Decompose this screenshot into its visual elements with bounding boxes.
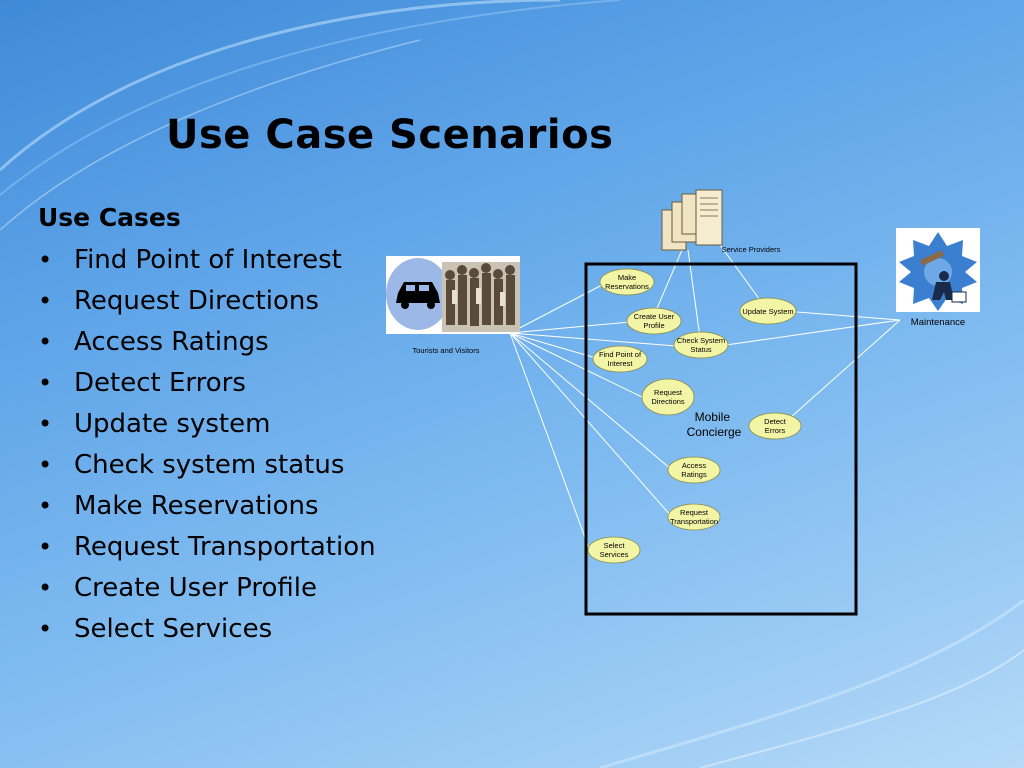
connector-line — [725, 319, 901, 346]
list-item: Access Ratings — [36, 324, 376, 365]
use-case-access-ratings: Access Ratings — [667, 456, 721, 484]
connector-line — [654, 249, 683, 314]
use-case-make-reservations: Make Reservations — [599, 268, 655, 296]
tourists-label: Tourists and Visitors — [413, 346, 480, 355]
connector-line — [509, 321, 631, 334]
svg-text:Detect: Detect — [764, 417, 787, 426]
svg-text:Profile: Profile — [643, 321, 664, 330]
svg-text:Request: Request — [654, 388, 683, 397]
svg-text:Select: Select — [604, 541, 626, 550]
slide-title: Use Case Scenarios — [166, 112, 614, 158]
worker-icon — [919, 250, 967, 303]
connector-line — [509, 332, 591, 552]
connector-line — [509, 332, 597, 359]
use-case-request-directions: Request Directions — [641, 378, 695, 416]
system-name-line-2: Concierge — [687, 425, 742, 439]
use-case-find-point-of-interest: Find Point of Interest — [592, 345, 648, 373]
connector-line — [509, 332, 677, 347]
connector-line — [509, 332, 645, 399]
svg-text:Ratings: Ratings — [681, 470, 707, 479]
crowd-icon — [442, 262, 520, 332]
list-item: Select Services — [36, 611, 376, 652]
system-boundary — [584, 262, 858, 616]
svg-text:Interest: Interest — [607, 359, 633, 368]
svg-text:Create User: Create User — [634, 312, 675, 321]
list-item: Check system status — [36, 447, 376, 488]
use-case-check-system-status: Check System Status — [673, 331, 729, 359]
svg-text:Make: Make — [618, 273, 636, 282]
system-name-line-1: Mobile — [695, 410, 731, 424]
maintenance-label: Maintenance — [911, 317, 965, 328]
svg-text:Errors: Errors — [765, 426, 786, 435]
connector-line — [789, 319, 901, 419]
svg-text:Access: Access — [682, 461, 706, 470]
use-case-select-services: Select Services — [587, 536, 641, 564]
svg-text:Request: Request — [680, 508, 709, 517]
connector-lines — [509, 244, 901, 552]
use-case-create-user-profile: Create User Profile — [626, 307, 682, 335]
maintenance-actor: Maintenance — [896, 228, 980, 328]
use-case-request-transportation: Request Transportation — [667, 503, 721, 531]
use-case-detect-errors: Detect Errors — [748, 412, 802, 440]
tourists-actor: Tourists and Visitors — [386, 256, 520, 355]
svg-text:Services: Services — [600, 550, 629, 559]
svg-text:Update System: Update System — [742, 307, 793, 316]
connector-line — [509, 332, 673, 471]
list-item: Request Directions — [36, 283, 376, 324]
list-item: Find Point of Interest — [36, 242, 376, 283]
system-name: Mobile Concierge — [687, 410, 742, 439]
list-item: Detect Errors — [36, 365, 376, 406]
svg-text:Directions: Directions — [651, 397, 685, 406]
connector-line — [719, 244, 761, 301]
server-icon — [661, 189, 723, 251]
use-case-update-system: Update System — [739, 297, 797, 325]
list-item: Make Reservations — [36, 488, 376, 529]
use-case-list: Find Point of Interest Request Direction… — [36, 242, 376, 652]
list-item: Update system — [36, 406, 376, 447]
svg-text:Status: Status — [690, 345, 712, 354]
svg-text:Check System: Check System — [677, 336, 725, 345]
svg-text:Find Point of: Find Point of — [599, 350, 642, 359]
svg-text:Transportation: Transportation — [670, 517, 718, 526]
connector-line — [796, 311, 901, 321]
service-providers-label: Service Providers — [722, 245, 781, 254]
connector-line — [509, 332, 673, 518]
list-item: Create User Profile — [36, 570, 376, 611]
use-cases-heading: Use Cases — [38, 203, 181, 232]
list-item: Request Transportation — [36, 529, 376, 570]
service-providers-actor: Service Providers — [661, 189, 781, 254]
svg-text:Reservations: Reservations — [605, 282, 649, 291]
